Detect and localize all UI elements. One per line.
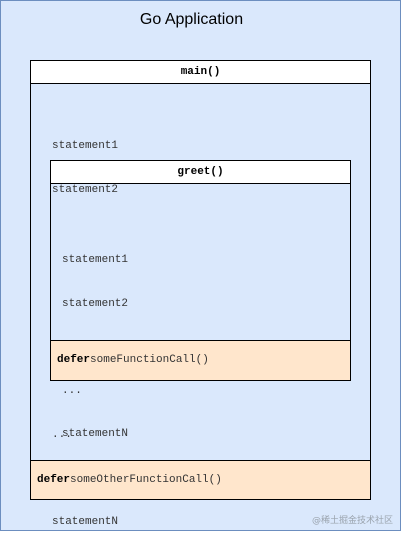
main-frame-label: main() — [31, 61, 370, 84]
greet-defer-box: defersomeFunctionCall() — [50, 340, 351, 381]
greet-statement: statement2 — [62, 297, 128, 312]
main-statement: statement1 — [52, 139, 118, 154]
defer-call: someFunctionCall() — [90, 354, 209, 366]
greet-frame-label: greet() — [51, 161, 350, 184]
main-statement: statementN — [52, 515, 118, 530]
defer-keyword: defer — [57, 354, 90, 366]
greet-statement: statement1 — [62, 253, 128, 268]
greet-statement: ... — [62, 384, 128, 399]
defer-keyword: defer — [37, 474, 70, 486]
defer-call: someOtherFunctionCall() — [70, 474, 222, 486]
main-defer-box: defersomeOtherFunctionCall() — [30, 460, 371, 500]
watermark: @稀土掘金技术社区 — [312, 513, 393, 526]
app-title: Go Application — [1, 11, 382, 29]
main-statement: ... — [52, 428, 118, 443]
